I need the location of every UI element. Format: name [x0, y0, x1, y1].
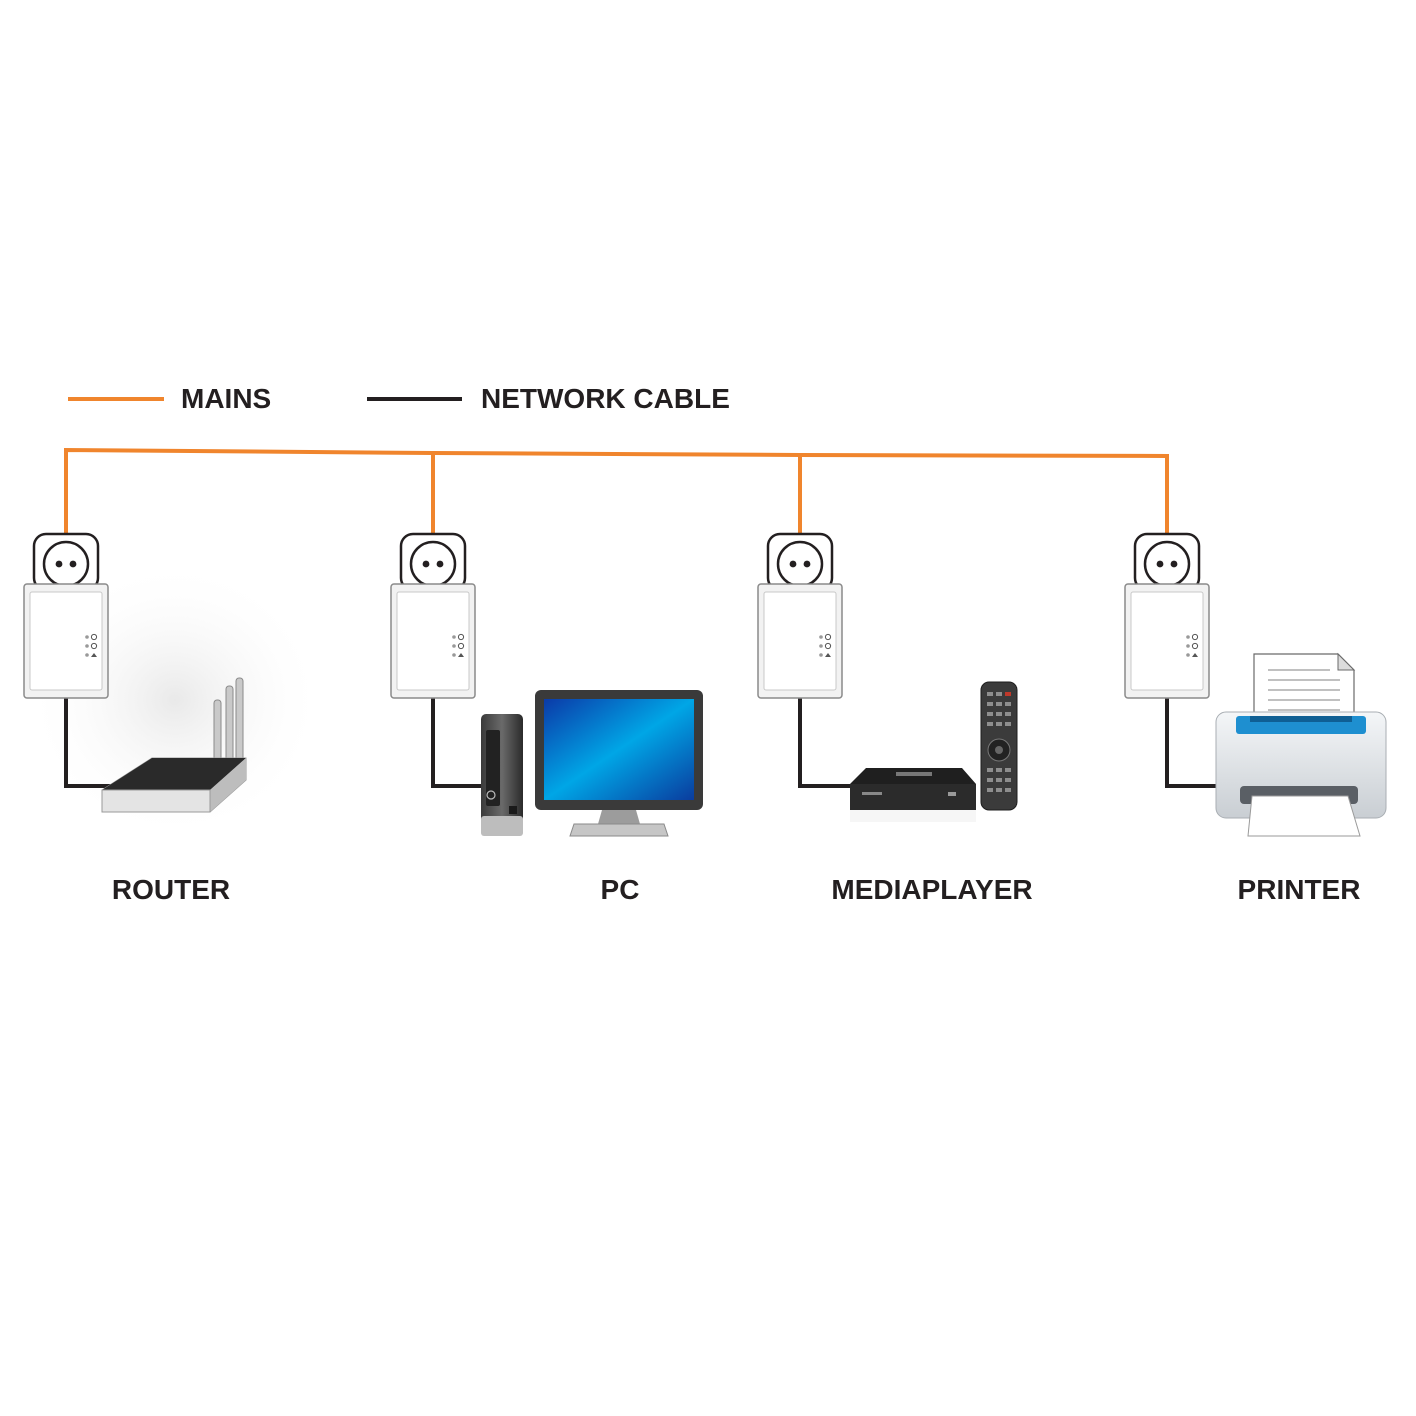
adapter-printer-icon — [1123, 532, 1211, 700]
remote-control-icon — [980, 681, 1018, 811]
mains-wiring — [64, 447, 1169, 536]
wireless-router-icon — [101, 677, 247, 813]
media-player-icon — [850, 768, 976, 822]
legend-network-label: NETWORK CABLE — [481, 383, 730, 414]
mediaplayer-label: MEDIAPLAYER — [831, 874, 1033, 905]
adapter-pc-icon — [389, 532, 477, 700]
adapter-mediaplayer-icon — [756, 532, 844, 700]
desktop-pc-icon — [481, 690, 703, 837]
adapter-router-icon — [22, 532, 110, 700]
network-cables — [64, 698, 1220, 788]
router-label: ROUTER — [111, 874, 231, 905]
printer-label: PRINTER — [1237, 874, 1361, 905]
pc-label: PC — [600, 874, 640, 905]
printer-icon — [1215, 652, 1387, 837]
legend-mains-label: MAINS — [181, 383, 272, 414]
